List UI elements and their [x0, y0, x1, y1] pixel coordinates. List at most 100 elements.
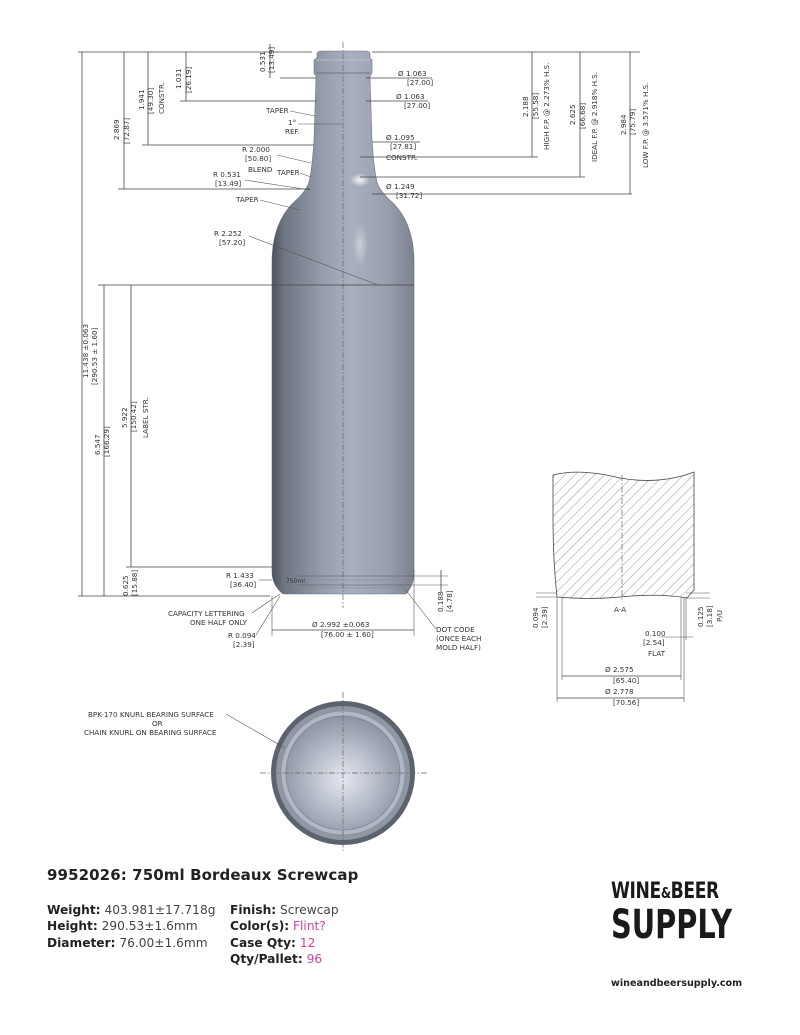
dim-0625-in: 0.625	[121, 575, 130, 596]
low-fp-mm: [75.79]	[628, 109, 637, 135]
taper-label-3: TAPER	[235, 195, 259, 204]
bottle-bottom-view: BPK-170 KNURL BEARING SURFACE OR CHAIN K…	[84, 692, 428, 852]
high-fp-mm: [55.58]	[531, 93, 540, 119]
spec-case-qty: Case Qty: 12	[230, 935, 339, 951]
logo-line-1: WINE&BEER	[611, 879, 719, 905]
r2252-mm: [57.20]	[219, 238, 245, 247]
taper-label-2: TAPER	[276, 168, 300, 177]
base-diameter-dimension: Ø 2.992 ±0.063 [76.00 ± 1.60] DOT CODE (…	[271, 570, 481, 652]
technical-drawing: 750ml 11.438 ±0.063 [290.53 ± 1.60] 2.86…	[78, 42, 724, 852]
r2252-in: R 2.252	[214, 229, 242, 238]
dot-code-label-2: (ONCE EACH	[436, 634, 481, 643]
dim-1031-in: 1.031	[174, 68, 183, 89]
specs-right: Finish: Screwcap Color(s): Flint? Case Q…	[230, 902, 339, 968]
r0531-in: R 0.531	[213, 170, 241, 179]
dim-5922-label: LABEL STR.	[141, 397, 150, 438]
sec-dia-2778-in: Ø 2.778	[605, 687, 634, 696]
knurl-label-3: CHAIN KNURL ON BEARING SURFACE	[84, 728, 217, 737]
low-fp-label: LOW F.P. @ 3.571% H.S.	[641, 83, 650, 168]
spec-key: Diameter:	[47, 935, 116, 950]
dia-1063-b-in: Ø 1.063	[396, 92, 425, 101]
sec-dia-2575-mm: [65.40]	[613, 676, 639, 685]
low-fp-in: 2.984	[619, 114, 628, 135]
right-dimensions: Ø 1.063 [27.00] Ø 1.063 [27.00] Ø 1.095 …	[360, 52, 650, 200]
sec-0125-in: 0.125	[696, 606, 705, 627]
spec-finish: Finish: Screwcap	[230, 902, 339, 918]
dot-code-label: DOT CODE	[436, 625, 475, 634]
dia-1063-a-mm: [27.00]	[407, 78, 433, 87]
spec-value: Screwcap	[280, 903, 339, 917]
flat-in: 0.100	[645, 629, 666, 638]
dim-0531-in: 0.531	[258, 51, 267, 72]
dim-0188-mm: [4.78]	[445, 590, 454, 612]
section-a-a: A-A 0.094 [2.39] 0.125 [3.18] P/U 0.100 …	[531, 471, 724, 707]
flat-label: FLAT	[648, 649, 666, 658]
dia-1063-a-in: Ø 1.063	[398, 69, 427, 78]
specs-left: Weight: 403.981±17.718g Height: 290.53±1…	[47, 902, 215, 951]
capacity-emboss: 750ml	[286, 578, 305, 585]
dim-0188-in: 0.188	[436, 591, 445, 612]
spec-key: Finish:	[230, 903, 277, 917]
spec-value: 76.00±1.6mm	[119, 935, 208, 950]
spec-weight: Weight: 403.981±17.718g	[47, 902, 215, 918]
ref-label: REF.	[285, 127, 300, 136]
spec-key: Qty/Pallet:	[230, 952, 303, 967]
base-dia-mm: [76.00 ± 1.60]	[321, 630, 374, 639]
spec-key: Color(s):	[230, 919, 290, 934]
dot-code-label-3: MOLD HALF)	[436, 643, 481, 652]
spec-value: 290.53±1.6mm	[101, 919, 198, 934]
dim-2869-in: 2.869	[112, 119, 121, 140]
sec-pu-label: P/U	[715, 610, 724, 622]
dim-1941-label: CONSTR.	[157, 82, 166, 114]
ref-angle: 1°	[288, 118, 296, 127]
constr-right-label: CONSTR.	[386, 153, 418, 162]
spec-value: 96	[306, 952, 323, 967]
sec-dia-2575-in: Ø 2.575	[605, 665, 634, 674]
spec-value: 12	[299, 935, 316, 950]
dim-6547-mm: [166.29]	[102, 426, 111, 457]
spec-value: Flint?	[293, 919, 326, 934]
website-link[interactable]: wineandbeersupply.com	[611, 978, 743, 989]
blend-label: BLEND	[248, 165, 273, 174]
r0094-in: R 0.094	[228, 631, 256, 640]
r1433-in: R 1.433	[226, 571, 254, 580]
dim-5922-mm: [150.42]	[129, 401, 138, 432]
dia-1249-mm: [31.72]	[396, 191, 422, 200]
knurl-label-2: OR	[152, 719, 163, 728]
dia-1249-in: Ø 1.249	[386, 182, 415, 191]
dim-6547-in: 6.547	[93, 434, 102, 455]
spec-diameter: Diameter: 76.00±1.6mm	[47, 935, 215, 951]
sec-0125-mm: [3.18]	[705, 605, 714, 627]
sec-0094-mm: [2.39]	[540, 606, 549, 628]
high-fp-label: HIGH F.P. @ 2.273% H.S.	[542, 63, 551, 150]
spec-value: 403.981±17.718g	[104, 903, 216, 917]
taper-label-1: TAPER	[265, 106, 289, 115]
left-dimensions: 11.438 ±0.063 [290.53 ± 1.60] 2.869 [72.…	[78, 44, 414, 649]
section-label: A-A	[614, 605, 626, 614]
product-title: 9952026: 750ml Bordeaux Screwcap	[47, 866, 359, 884]
overall-height-mm: [290.53 ± 1.60]	[90, 327, 99, 385]
flat-mm: [2.54]	[643, 638, 665, 647]
r2000-mm: [50.80]	[245, 154, 271, 163]
dim-2869-mm: [72.87]	[122, 118, 131, 144]
sec-0094-in: 0.094	[531, 607, 540, 628]
r2000-in: R 2.000	[242, 145, 270, 154]
spec-colors: Color(s): Flint?	[230, 918, 339, 934]
r0531-mm: [13.49]	[215, 179, 241, 188]
r0094-mm: [2.39]	[233, 640, 255, 649]
overall-height-in: 11.438 ±0.063	[81, 324, 90, 378]
dia-1095-in: Ø 1.095	[386, 133, 415, 142]
spec-key: Height:	[47, 919, 98, 934]
r1433-mm: [36.40]	[230, 580, 256, 589]
dia-1063-b-mm: [27.00]	[404, 101, 430, 110]
dim-0531-mm: [13.49]	[267, 47, 276, 73]
logo-wine: WINE	[611, 879, 661, 904]
spec-key: Case Qty:	[230, 935, 296, 950]
spec-key: Weight:	[47, 903, 101, 917]
knurl-label-1: BPK-170 KNURL BEARING SURFACE	[88, 710, 214, 719]
logo-beer: BEER	[670, 879, 720, 904]
spec-height: Height: 290.53±1.6mm	[47, 918, 215, 934]
ideal-fp-mm: [66.68]	[578, 103, 587, 129]
dim-5922-in: 5.922	[120, 407, 129, 428]
sec-dia-2778-mm: [70.56]	[613, 698, 639, 707]
